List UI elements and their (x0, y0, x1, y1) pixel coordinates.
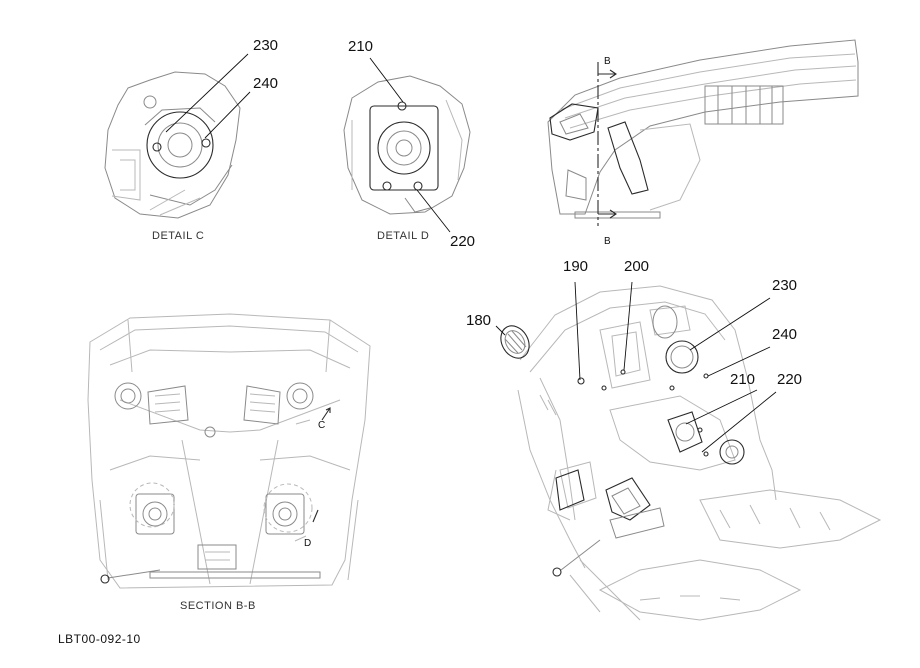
callout-230: 230 (772, 277, 798, 294)
leader-lines (165, 53, 777, 453)
section-mark-b-bottom: B (604, 236, 611, 247)
detail-c-drawing (104, 71, 241, 219)
callout-200: 200 (624, 258, 650, 275)
callout-210-detail-d: 210 (348, 38, 374, 55)
callout-240: 240 (772, 326, 798, 343)
detail-d-caption: DETAIL D (377, 230, 430, 242)
section-mark-b-top: B (604, 56, 611, 67)
callout-190: 190 (563, 258, 589, 275)
detail-d-drawing (343, 75, 471, 215)
hood-side-view-drawing (547, 39, 859, 226)
section-bb-drawing (87, 313, 371, 589)
detail-mark-d: D (304, 538, 312, 549)
drawing-code: LBT00-092-10 (58, 632, 141, 646)
exploded-view-drawing (500, 285, 882, 621)
callout-210: 210 (730, 371, 756, 388)
detail-c-caption: DETAIL C (152, 230, 205, 242)
callout-220-detail-d: 220 (450, 233, 476, 250)
section-bb-caption: SECTION B-B (180, 600, 256, 612)
detail-mark-c: C (318, 420, 326, 431)
callout-180: 180 (466, 312, 492, 329)
callout-230-detail-c: 230 (253, 37, 279, 54)
callout-220: 220 (777, 371, 803, 388)
callout-240-detail-c: 240 (253, 75, 279, 92)
